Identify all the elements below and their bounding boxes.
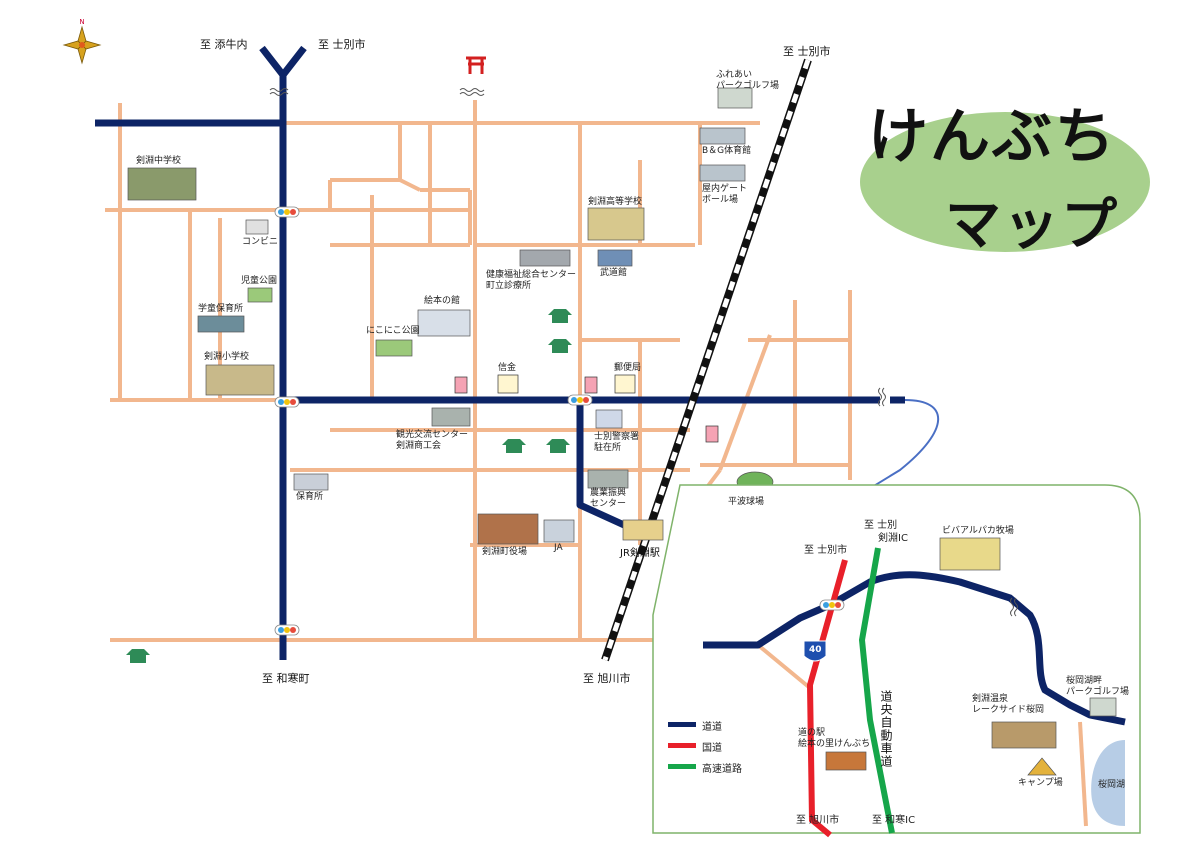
compass-icon: N xyxy=(62,18,102,65)
direction-asahikawa-rail: 至 旭川市 xyxy=(583,672,631,685)
label-agri-center: 農業振興 センター xyxy=(590,488,627,509)
michi-no-eki-icon xyxy=(825,751,867,771)
inset-map xyxy=(652,484,1141,838)
sakuraoka-golf-icon xyxy=(1089,697,1117,717)
jido-park-icon xyxy=(247,287,273,303)
tourism-center-icon xyxy=(431,407,471,427)
label-bg-gym: B＆G体育館 xyxy=(702,146,752,156)
legend-swatch-national xyxy=(668,743,696,748)
junior-high-icon xyxy=(127,167,197,201)
traffic-signal-icon xyxy=(274,396,300,408)
agri-center-icon xyxy=(587,469,629,489)
label-gateball: 屋内ゲート ボール場 xyxy=(702,184,748,205)
railway xyxy=(601,58,812,662)
label-police: 士別警察署 駐在所 xyxy=(594,432,640,453)
map-title-line2: マップ xyxy=(945,193,1119,258)
label-high-school: 剣淵高等学校 xyxy=(588,197,643,207)
lake xyxy=(1091,740,1125,826)
nikoniko-park-icon xyxy=(375,339,413,357)
gakudo-icon xyxy=(197,315,245,333)
inset-direction-wassamu-ic: 至 和寒IC xyxy=(872,815,916,826)
bg-gym-icon xyxy=(699,127,746,145)
label-expressway: 道央自動車道 xyxy=(879,690,893,768)
onsen-icon xyxy=(991,721,1057,749)
label-elementary: 剣淵小学校 xyxy=(204,352,250,362)
traffic-signals xyxy=(274,206,593,636)
label-alpaca-farm: ビバアルパカ牧場 xyxy=(942,526,1014,536)
legend-label-national: 国道 xyxy=(702,743,722,754)
label-gakudo: 学童保育所 xyxy=(198,304,244,314)
label-health-center: 健康福祉総合センター 町立診療所 xyxy=(486,270,577,291)
map-title-line1: けんぶち xyxy=(868,102,1117,172)
label-post-office: 郵便局 xyxy=(614,363,642,373)
label-michi-no-eki: 道の駅 絵本の里けんぶち xyxy=(798,728,871,749)
label-junior-high: 剣淵中学校 xyxy=(136,156,182,166)
title-bubble xyxy=(860,112,1150,252)
label-lake: 桜岡湖 xyxy=(1098,780,1126,790)
direction-wassamu-town: 至 和寒町 xyxy=(262,672,310,685)
town-office-icon xyxy=(477,513,539,545)
traffic-signal-icon xyxy=(274,624,300,636)
ja-icon xyxy=(543,519,575,543)
traffic-signal-icon xyxy=(819,599,845,611)
elementary-icon xyxy=(205,364,275,396)
label-budokan: 武道館 xyxy=(600,268,628,278)
route-shield-icon xyxy=(803,640,827,662)
label-jido-park: 児童公園 xyxy=(241,276,278,286)
legend-label-prefectural: 道道 xyxy=(702,722,722,733)
convenience-icon xyxy=(245,219,269,235)
direction-horoshinai: 至 添牛内 xyxy=(200,38,248,51)
phone-icon xyxy=(584,376,598,394)
ehon-yakata-icon xyxy=(417,309,471,337)
label-onsen: 剣淵温泉 レークサイド桜岡 xyxy=(972,694,1045,715)
traffic-signal-icon xyxy=(567,394,593,406)
label-tourism-center: 観光交流センター 剣淵商工会 xyxy=(396,430,469,451)
buildings xyxy=(126,87,774,663)
health-center-icon xyxy=(519,249,571,267)
svg-text:N: N xyxy=(79,18,84,26)
label-sakuraoka-golf: 桜岡湖畔 パークゴルフ場 xyxy=(1066,676,1130,697)
police-icon xyxy=(595,409,623,429)
legend-swatch-expressway xyxy=(668,764,696,769)
label-nikoniko-park: にこにこ公園 xyxy=(366,326,420,336)
budokan-icon xyxy=(597,249,633,267)
fureai-golf-icon xyxy=(717,87,753,109)
gateball-icon xyxy=(699,164,746,182)
phone-icon xyxy=(454,376,468,394)
label-ehon-yakata: 絵本の館 xyxy=(424,296,461,306)
label-baseball: 平波球場 xyxy=(728,497,765,507)
inset-direction-shibetsu: 至 士別市 xyxy=(804,545,848,556)
phone-icon xyxy=(705,425,719,443)
label-shinkin: 信金 xyxy=(498,363,517,373)
temple-icon xyxy=(126,309,572,663)
label-fureai-golf: ふれあい パークゴルフ場 xyxy=(716,70,780,91)
direction-shibetsu-rail: 至 士別市 xyxy=(783,45,831,58)
inset-direction-shibetsu-ic: 至 士別 xyxy=(864,520,898,531)
station-icon xyxy=(622,519,664,541)
torii-icon xyxy=(466,56,486,74)
inset-kenbuchi-ic: 剣淵IC xyxy=(878,533,908,544)
direction-shibetsu-top: 至 士別市 xyxy=(318,38,366,51)
label-camp: キャンプ場 xyxy=(1018,778,1063,788)
expressway xyxy=(858,547,895,834)
post-office-icon xyxy=(614,374,636,394)
legend-label-expressway: 高速道路 xyxy=(702,764,742,775)
traffic-signal-icon xyxy=(274,206,300,218)
high-school-icon xyxy=(587,207,645,241)
label-ja: JA xyxy=(554,543,563,553)
legend-swatch-prefectural xyxy=(668,722,696,727)
label-town-office: 剣淵町役場 xyxy=(482,547,528,557)
label-convenience: コンビニ xyxy=(242,237,279,247)
route-number: 40 xyxy=(809,645,822,655)
shinkin-icon xyxy=(497,374,519,394)
label-nursery: 保育所 xyxy=(296,492,324,502)
nursery-icon xyxy=(293,473,329,491)
river-marks xyxy=(269,88,886,407)
camp-icon xyxy=(1027,757,1057,776)
label-station: JR剣淵駅 xyxy=(620,548,660,559)
inset-direction-asahikawa: 至 旭川市 xyxy=(796,815,840,826)
alpaca-farm-icon xyxy=(939,537,1001,571)
national-road-40 xyxy=(806,559,848,838)
